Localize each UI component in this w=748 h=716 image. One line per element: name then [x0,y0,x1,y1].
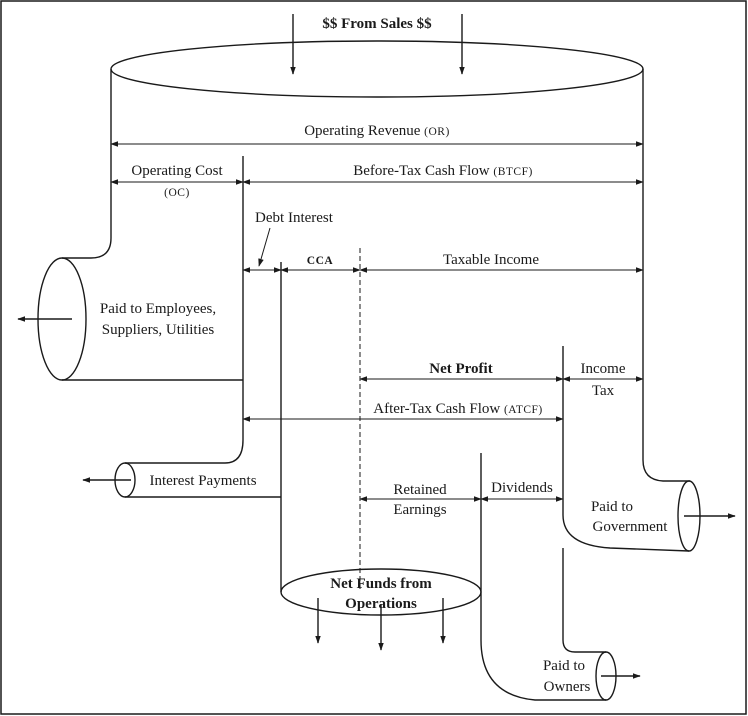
atcf-label: After-Tax Cash Flow (ATCF) [373,401,543,417]
income-tax-label-line2: Tax [592,383,615,399]
operating-revenue-label: Operating Revenue (OR) [304,123,450,139]
debt-interest-label: Debt Interest [255,210,334,226]
revenue-tank-top [110,40,644,98]
taxable-income-label: Taxable Income [443,252,539,268]
cca-label: CCA [307,255,334,267]
debt-interest-leader [258,227,271,267]
operating-cost-label: Operating Cost [131,163,223,179]
government-pipe-inner-wall [562,346,690,552]
owners-pipe-outer-wall [480,592,606,701]
revenue-tank-right-wall [642,69,690,482]
net-funds-label-line1: Net Funds from [330,576,432,592]
net-funds-label-line2: Operations [345,596,417,612]
operating-cost-abbr: (OC) [164,187,190,199]
paid-to-government-label-line2: Government [593,519,669,535]
paid-to-owners-label-line1: Paid to [543,658,585,674]
net-profit-label: Net Profit [429,361,492,377]
income-tax-label-line1: Income [581,361,626,377]
dividends-label: Dividends [491,480,553,496]
operating-cost-divider [125,156,244,464]
retained-earnings-label-line1: Retained [393,482,447,498]
owners-pipe-inner-wall [562,548,606,653]
revenue-tank-left-wall [62,69,112,259]
paid-to-employees-label-line1: Paid to Employees, [100,301,216,317]
paid-to-employees-label-line2: Suppliers, Utilities [102,322,215,338]
from-sales-label: $$ From Sales $$ [322,16,432,32]
btcf-label: Before-Tax Cash Flow (BTCF) [353,163,533,179]
paid-to-owners-label-line2: Owners [544,679,591,695]
interest-payments-label: Interest Payments [149,473,256,489]
retained-earnings-label-line2: Earnings [393,502,446,518]
paid-to-government-label-line1: Paid to [591,499,633,515]
